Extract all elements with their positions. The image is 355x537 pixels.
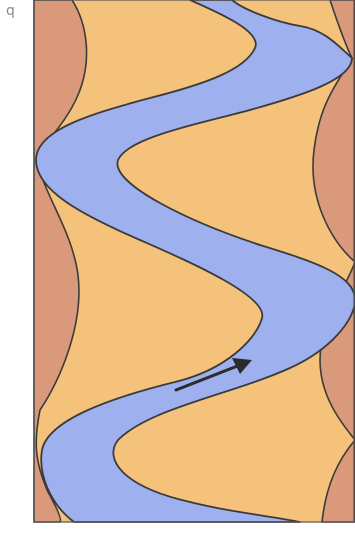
panel-label: b	[6, 4, 15, 18]
